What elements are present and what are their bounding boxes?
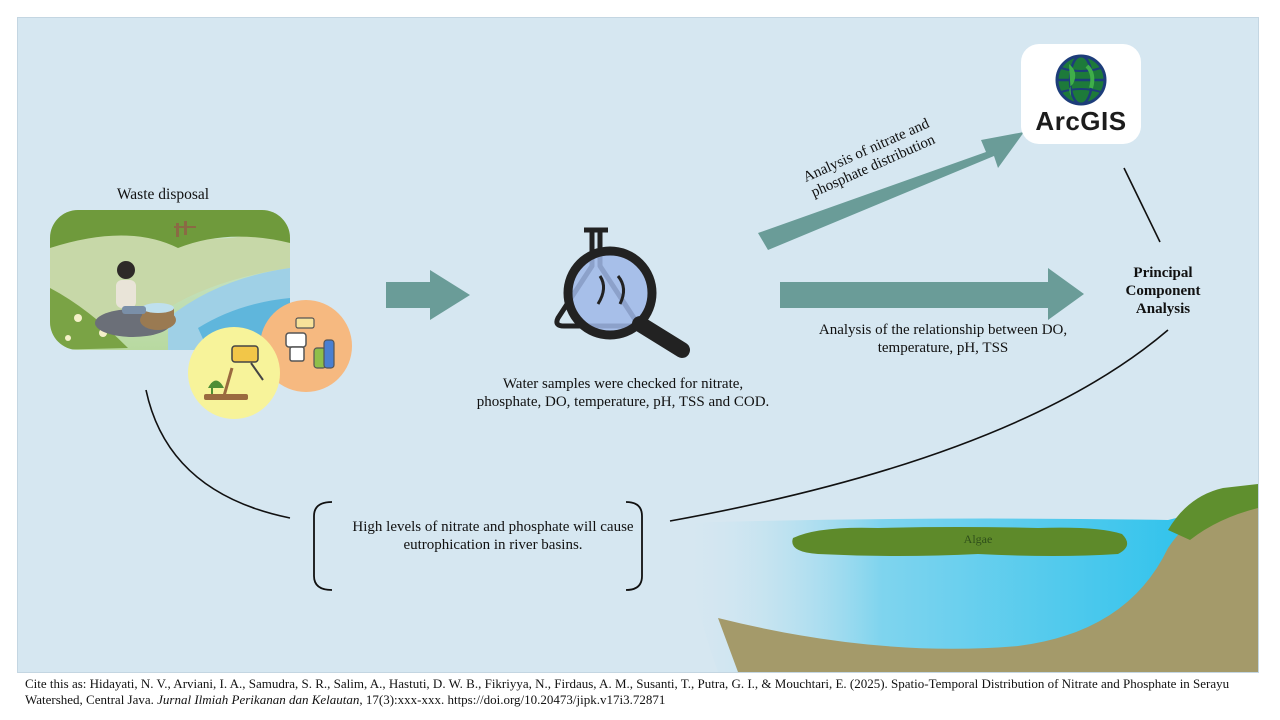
relationship-analysis-text: Analysis of the relationship between DO,…: [818, 322, 1068, 356]
arcgis-logo: ArcGIS: [1021, 44, 1141, 144]
arcgis-to-pca-line: [1123, 167, 1161, 243]
lab-analysis-icon: [554, 227, 690, 358]
diagram-artwork: [50, 132, 1258, 672]
globe-icon: [1055, 54, 1107, 106]
citation-suffix: , 17(3):xxx-xxx. https://doi.org/10.2047…: [359, 692, 666, 707]
graphical-abstract-panel: Waste disposal Water samples were checke…: [17, 17, 1259, 673]
citation-prefix: Cite this as: Hidayati, N. V., Arviani, …: [25, 676, 1230, 707]
flow-arrows: [386, 132, 1084, 320]
arrow-to-samples: [386, 270, 470, 320]
water-samples-text: Water samples were checked for nitrate, …: [476, 376, 770, 410]
river-landscape: [678, 484, 1258, 672]
citation: Cite this as: Hidayati, N. V., Arviani, …: [25, 676, 1260, 708]
arcgis-wordmark: ArcGIS: [1035, 106, 1127, 136]
connector-lines: [145, 167, 1169, 522]
waste-icons: [188, 300, 352, 419]
pca-to-eutrophication-curve: [669, 329, 1169, 522]
algae-mat: [792, 527, 1128, 556]
pca-label: Principal Component Analysis: [1125, 265, 1201, 317]
eutrophication-text: High levels of nitrate and phosphate wil…: [352, 519, 634, 553]
waste-disposal-illustration: [50, 210, 290, 350]
citation-journal: Jurnal Ilmiah Perikanan dan Kelautan: [157, 692, 360, 707]
algae-label: Algae: [963, 532, 993, 546]
arrow-to-arcgis: [758, 132, 1024, 250]
eutrophication-bracket: [313, 501, 643, 591]
waste-to-eutrophication-curve: [145, 389, 291, 519]
arrow-to-pca: [780, 268, 1084, 320]
waste-disposal-label: Waste disposal: [116, 186, 210, 203]
